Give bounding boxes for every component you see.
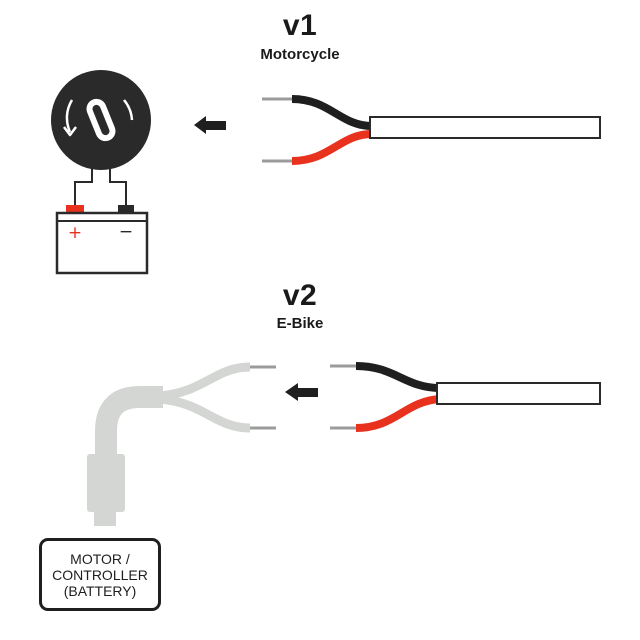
battery-minus-symbol: − xyxy=(119,222,133,242)
motor-controller-box: MOTOR / CONTROLLER (BATTERY) xyxy=(39,538,161,611)
v2-vehicle-label: E-Bike xyxy=(276,315,324,332)
v2-black-wire xyxy=(355,362,441,392)
v2-version-title: v2 xyxy=(282,279,318,312)
v2-cable xyxy=(330,362,601,432)
v1-cable xyxy=(262,95,601,165)
switch-leads xyxy=(74,168,127,208)
motor-box-line-2: CONTROLLER xyxy=(52,566,148,583)
v1-version-title: v1 xyxy=(282,9,318,42)
battery-plus-symbol: + xyxy=(68,223,82,243)
connector-plug-icon xyxy=(87,362,276,526)
v1-vehicle-label: Motorcycle xyxy=(260,46,340,63)
battery-icon: + − xyxy=(55,205,149,275)
v1-black-wire xyxy=(291,95,373,130)
left-arrow-icon xyxy=(285,383,318,401)
ignition-switch-icon xyxy=(51,70,151,170)
motor-box-line-1: MOTOR / xyxy=(70,550,130,567)
v2-red-wire xyxy=(355,395,441,432)
v1-red-wire xyxy=(291,130,373,165)
motor-box-line-3: (BATTERY) xyxy=(63,582,137,599)
left-arrow-icon xyxy=(194,116,226,134)
